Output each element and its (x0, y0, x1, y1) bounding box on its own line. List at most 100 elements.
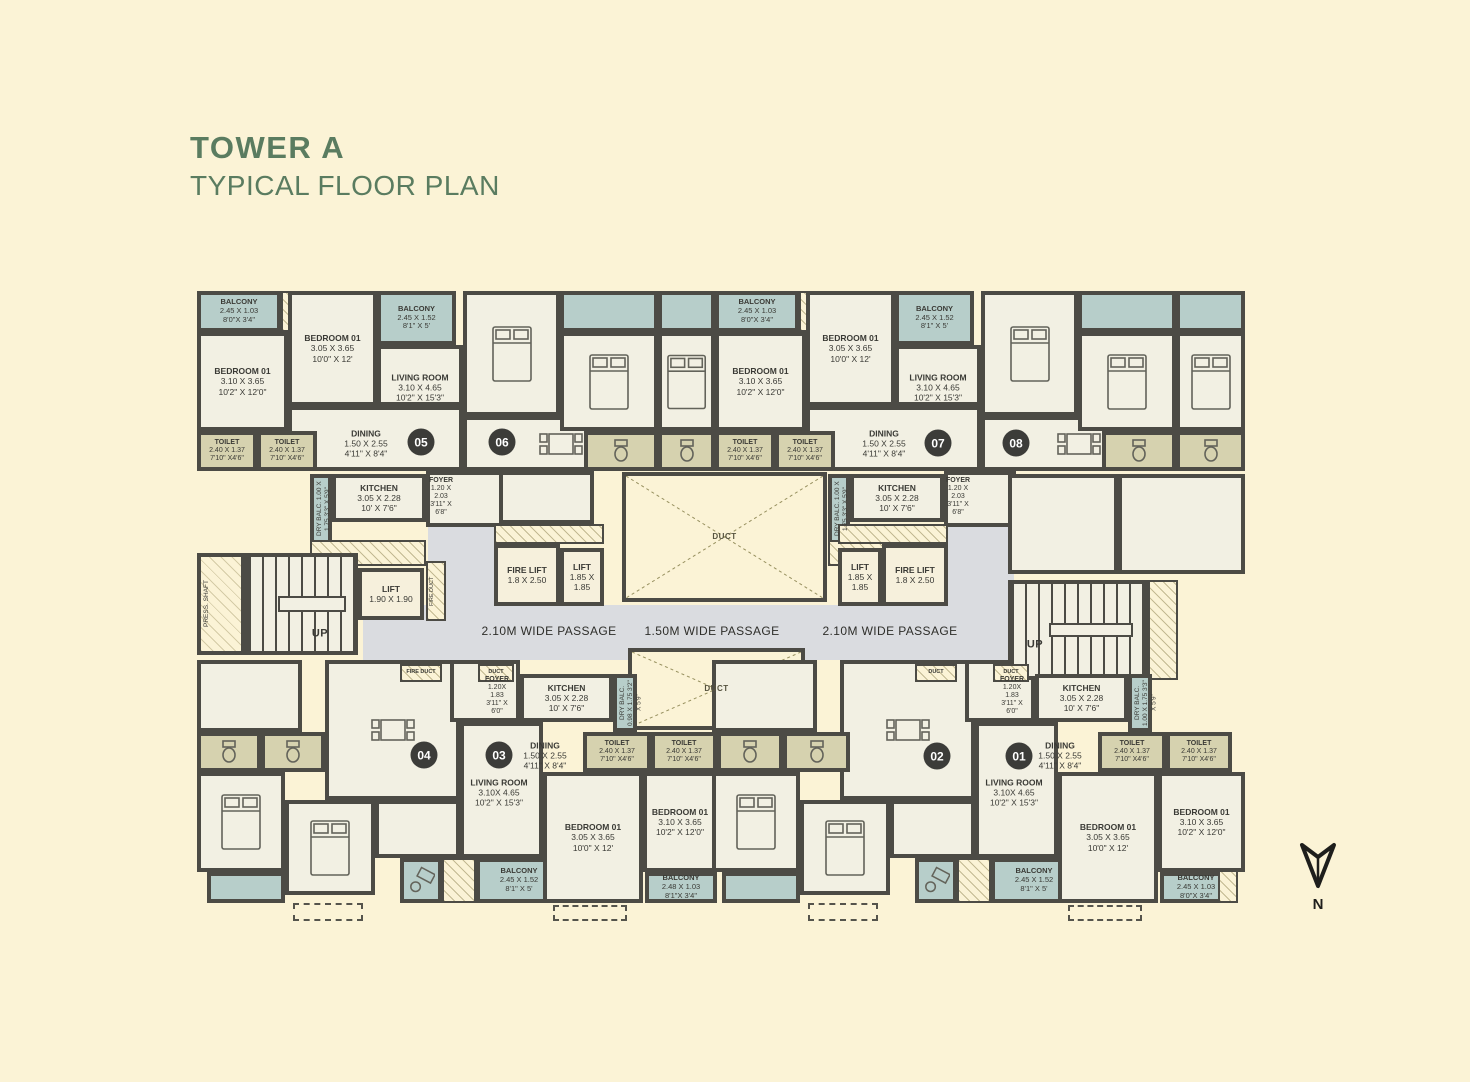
kitchen-room-04 (197, 660, 302, 732)
passage-label-2: 2.10M WIDE PASSAGE (822, 624, 958, 638)
staircase-right (1008, 580, 1148, 680)
tower-title: TOWER A (190, 130, 346, 165)
dry-balcony-05-label: DRY BALC. 1.00 X 1.75 3'3" X 5'9" (316, 481, 332, 537)
bedroom-04-a (197, 772, 285, 872)
bedroom-06-a (463, 291, 560, 416)
unit-badge-04: 04 (410, 741, 438, 769)
dry-balcony-05: DRY BALC. 1.00 X 1.75 3'3" X 5'9" (310, 474, 332, 544)
bedroom-08-b (1078, 332, 1176, 431)
duct-center-bottom-label: DUCT (704, 684, 729, 694)
room-right-2 (1118, 474, 1245, 574)
dry-balcony-03-label: DRY BALC. 0.98 X 1.75 3'2" X 5'9" (619, 680, 643, 726)
north-label: N (1312, 896, 1324, 913)
bed-icon (1185, 343, 1236, 419)
unit-badge-08: 08 (1002, 429, 1030, 457)
north-compass: N (1292, 840, 1344, 913)
projection-dash-2 (808, 903, 878, 921)
table-icon (1000, 424, 1157, 464)
balcony-04 (207, 872, 285, 903)
duct-lift-right (838, 524, 948, 544)
unit-badge-03: 03 (485, 741, 513, 769)
room-04-c (375, 800, 460, 858)
bedroom-08-c (1176, 332, 1245, 431)
balcony-06-b (658, 291, 715, 332)
duct-lift-left (494, 524, 604, 544)
staircase-left (245, 553, 358, 655)
unit-badge-06: 06 (488, 428, 516, 456)
toilet-04-b (261, 732, 325, 772)
wash-icon (407, 865, 436, 896)
dry-balcony-07-label: DRY BALC. 1.00 X 1.75 3'3" X 5'9" (834, 481, 850, 537)
balcony-08-a (1078, 291, 1176, 332)
living-05 (377, 345, 463, 406)
bed-icon (474, 304, 549, 402)
bed-icon (207, 783, 274, 860)
unit-badge-01: 01 (1005, 742, 1033, 770)
fire-duct-04: FIRE DUCT (400, 664, 442, 682)
duct-03-top: DUCT (478, 664, 514, 682)
fire-duct-left-label: FIRE DUCT (429, 576, 435, 606)
toilet-08-b (1176, 431, 1245, 471)
bed-icon (811, 811, 880, 884)
plan-subtitle: TYPICAL FLOOR PLAN (190, 170, 500, 201)
duct-03-top-label: DUCT (488, 669, 504, 676)
bedroom-04-b (285, 800, 375, 895)
unit-badge-07: 07 (924, 429, 952, 457)
balcony-06-a (560, 291, 658, 332)
press-shaft-label: PRESS. SHAFT (203, 580, 210, 628)
bed-icon (571, 343, 647, 419)
foyer-07 (944, 471, 1016, 527)
duct-center-top: DUCT (622, 472, 827, 602)
bedroom-06-c (658, 332, 715, 431)
wash-icon (922, 865, 951, 896)
passage-label-0: 2.10M WIDE PASSAGE (481, 624, 617, 638)
living-04 (325, 660, 460, 800)
wc-icon (1111, 438, 1166, 465)
balcony-03-washer (400, 858, 442, 903)
fire-duct-04-label: FIRE DUCT (406, 669, 436, 676)
duct-03-balcony (442, 858, 476, 903)
living-02 (840, 660, 975, 800)
toilet-04-a (197, 732, 261, 772)
bedroom-02-a (712, 772, 800, 872)
wc-icon (666, 438, 707, 465)
duct-01-corner (1218, 870, 1238, 903)
duct-01-top: DUCT (993, 664, 1029, 682)
